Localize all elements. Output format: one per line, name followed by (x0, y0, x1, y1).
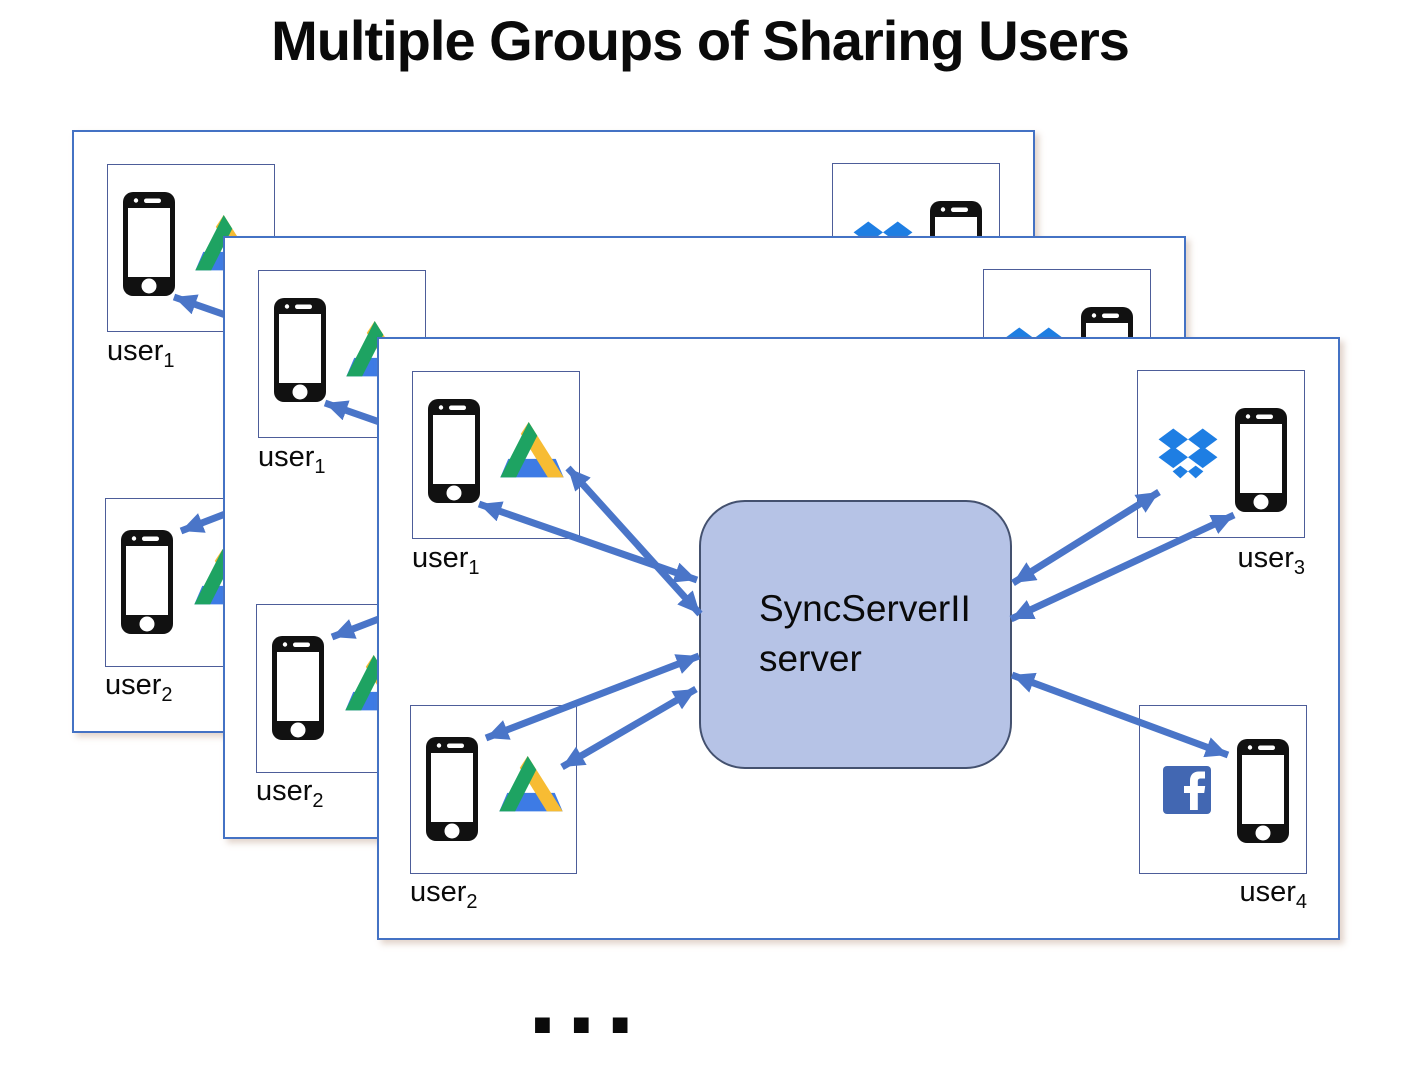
user3-label: user3 (1237, 542, 1305, 579)
more-groups-ellipsis: ... (528, 940, 645, 1056)
user2-label: user2 (256, 775, 324, 812)
sync-server-box: SyncServerII server (699, 500, 1012, 769)
arrow-user2-drive-server (560, 685, 698, 771)
user1-label: user1 (258, 441, 326, 478)
user1-label: user1 (107, 335, 175, 372)
dropbox-icon (1158, 428, 1218, 479)
user1-box (412, 371, 580, 539)
phone-icon (428, 399, 480, 503)
arrow-user1-drive-server (565, 465, 703, 617)
google-drive-icon (500, 421, 564, 478)
phone-icon (426, 737, 478, 841)
google-drive-icon (499, 755, 563, 812)
user2-label: user2 (105, 669, 173, 706)
user4-box (1139, 705, 1307, 874)
user2-box (410, 705, 577, 874)
phone-icon (272, 636, 324, 740)
phone-icon (121, 530, 173, 634)
phone-icon (1237, 739, 1289, 843)
facebook-icon (1163, 766, 1211, 814)
phone-icon (123, 192, 175, 296)
phone-icon (1235, 408, 1287, 512)
page-title: Multiple Groups of Sharing Users (271, 9, 1130, 72)
user1-label: user1 (412, 542, 480, 579)
sharing-group-panel-3: user1 user2 (377, 337, 1340, 940)
sync-server-label: SyncServerII server (759, 588, 971, 679)
user2-label: user2 (410, 876, 478, 913)
user3-box (1137, 370, 1305, 538)
phone-icon (274, 298, 326, 402)
user4-label: user4 (1239, 876, 1307, 913)
